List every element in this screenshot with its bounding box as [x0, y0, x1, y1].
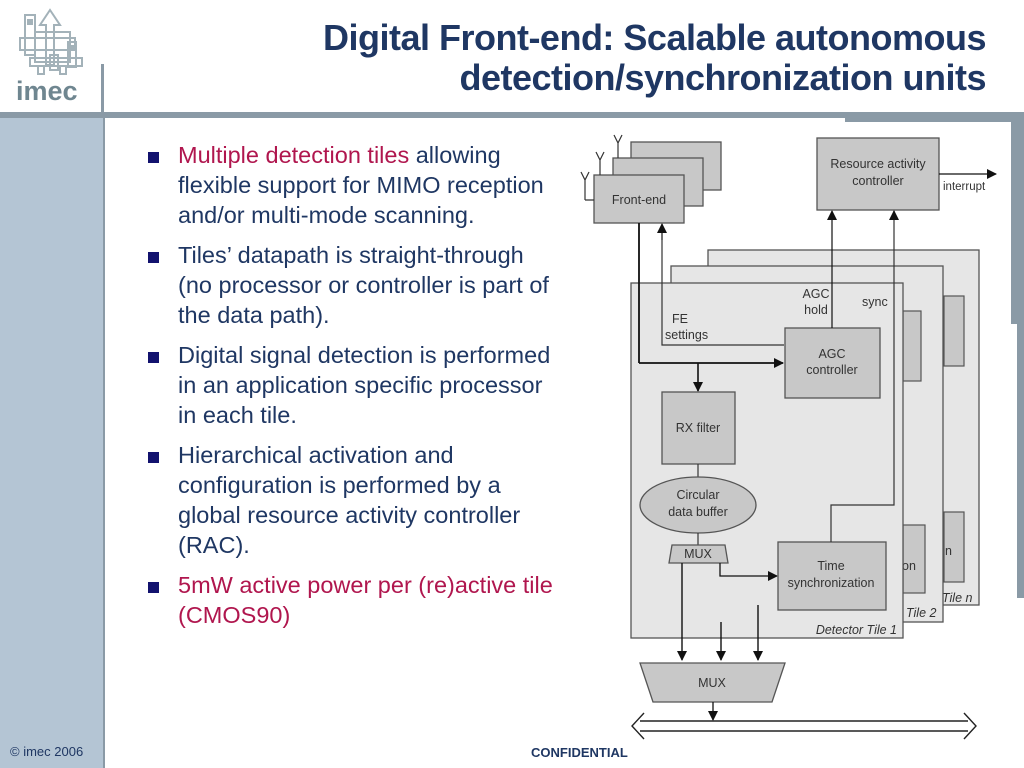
bullet-item: 5mW active power per (re)active tile (CM… [148, 570, 558, 630]
agc-hold-label-2: hold [804, 303, 828, 317]
bullet-text: Digital signal detection is performed in… [178, 342, 551, 428]
tile-mux-label: MUX [684, 547, 712, 561]
agc-controller-label-2: controller [806, 363, 857, 377]
rac-label-2: controller [852, 174, 903, 188]
bullet-highlight: Multiple detection tiles [178, 142, 410, 168]
tile-n-partial-label: n [945, 544, 952, 558]
tile-mux [668, 544, 729, 564]
title-line-1: Digital Front-end: Scalable autonomous [322, 17, 987, 58]
rx-filter-label: RX filter [676, 421, 720, 435]
copyright: © imec 2006 [10, 744, 84, 759]
header-rule [0, 112, 1024, 118]
bullet-text: Hierarchical activation and configuratio… [178, 442, 521, 558]
page-title: Digital Front-end: Scalable autonomous d… [166, 17, 987, 98]
time-sync-block [777, 541, 887, 611]
antenna-icon [580, 134, 623, 201]
time-sync-label-2: synchronization [788, 576, 875, 590]
fe-settings-line [661, 240, 784, 346]
output-mux-label: MUX [698, 676, 726, 690]
tile-n-sync-block [943, 295, 965, 367]
confidential-label: CONFIDENTIAL [531, 745, 628, 760]
circular-buffer-label-1: Circular [676, 488, 719, 502]
bullet-text: allowing flexible support for MIMO recep… [178, 142, 544, 228]
bullet-square-icon [148, 582, 159, 593]
circular-buffer-label-2: data buffer [668, 505, 728, 519]
fe-settings-label-2: settings [665, 328, 708, 342]
bullet-square-icon [148, 152, 159, 163]
data-bus [631, 712, 977, 740]
logo-edge [101, 64, 104, 114]
resource-activity-controller-block [816, 137, 940, 211]
tile-n-timesync-block [943, 511, 965, 583]
agc-controller-block [784, 327, 881, 399]
sync-line [830, 211, 895, 542]
sync-label: sync [862, 295, 888, 309]
sidebar-edge [103, 118, 105, 768]
bullet-square-icon [148, 452, 159, 463]
agc-hold-label-1: AGC [802, 287, 829, 301]
bullet-square-icon [148, 252, 159, 263]
logo-text: imec [16, 76, 78, 106]
bullet-item: Tiles’ datapath is straight-through (no … [148, 240, 558, 330]
imec-logo-icon [19, 8, 83, 75]
tile-2-partial-label: on [902, 559, 916, 573]
title-line-2: detection/synchronization units [459, 57, 986, 98]
bullet-square-icon [148, 352, 159, 363]
tile-n-label: Tile n [942, 591, 973, 605]
interrupt-label: interrupt [943, 181, 986, 193]
fe-settings-label-1: FE [672, 312, 688, 326]
bullet-item: Multiple detection tiles allowing flexib… [148, 140, 558, 230]
bullet-item: Digital signal detection is performed in… [148, 340, 558, 430]
bullet-list: Multiple detection tiles allowing flexib… [148, 140, 558, 640]
bullet-text: Tiles’ datapath is straight-through (no … [178, 242, 549, 328]
right-decor-cap [845, 112, 1024, 122]
output-mux [639, 662, 786, 703]
tile-2-label: Tile 2 [906, 606, 937, 620]
right-decor-bar-top [1011, 118, 1024, 324]
bullet-highlight: 5mW active power per (re)active tile (CM… [178, 572, 553, 628]
right-decor-bar-bottom [1017, 324, 1024, 598]
front-end-label: Front-end [612, 193, 666, 207]
rac-label-1: Resource activity [830, 157, 926, 171]
tile-2-sync-block [902, 310, 922, 382]
left-sidebar [0, 118, 103, 768]
agc-controller-label-1: AGC [818, 347, 845, 361]
detector-tile-1-label: Detector Tile 1 [816, 623, 897, 637]
logo: imec [0, 0, 103, 112]
front-end-block [593, 174, 685, 224]
time-sync-label-1: Time [817, 559, 844, 573]
mux-to-timesync-line [719, 563, 778, 581]
bullet-item: Hierarchical activation and configuratio… [148, 440, 558, 560]
